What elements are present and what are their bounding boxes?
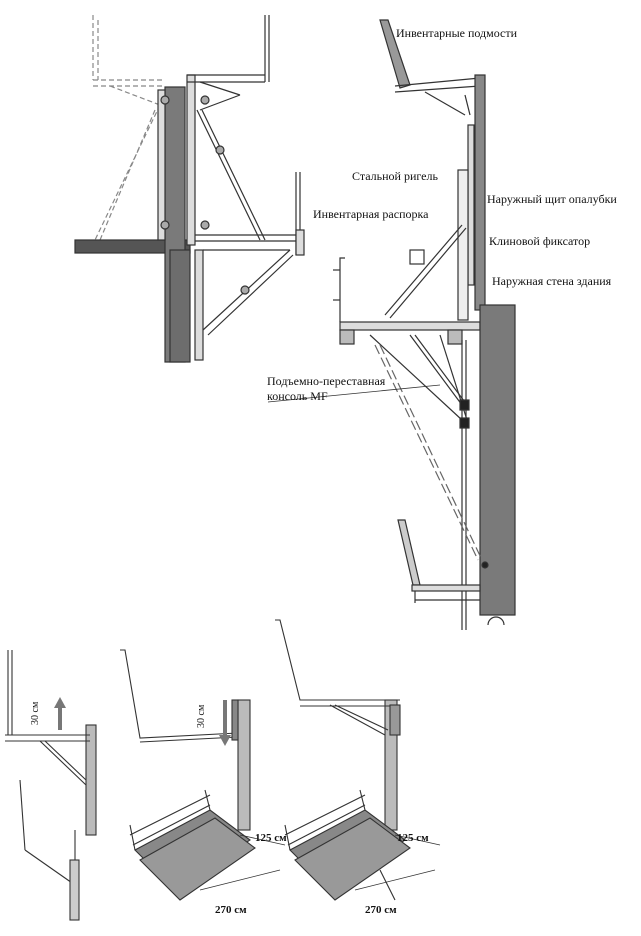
dim-width-2: 125 см [397, 832, 429, 844]
label-strut: Инвентарная распорка [313, 207, 429, 221]
dim-height-2: 30 см [196, 704, 207, 728]
label-steel-beam: Стальной ригель [352, 169, 438, 183]
dim-length-2: 270 см [365, 904, 397, 916]
dim-height-1: 30 см [30, 701, 41, 725]
main-section-drawing [267, 19, 516, 630]
label-console-line2: консоль MF [267, 389, 328, 403]
label-wedge: Клиновой фиксатор [489, 234, 591, 248]
label-outer-wall: Наружная стена здания [492, 274, 612, 288]
dim-width-1: 125 см [255, 832, 287, 844]
bottom-stage-drawings [5, 619, 441, 921]
label-outer-shield: Наружный щит опалубки [487, 192, 617, 206]
left-section-drawing [74, 15, 305, 363]
dim-length-1: 270 см [215, 904, 247, 916]
label-scaffold: Инвентарные подмости [396, 26, 518, 40]
label-console-line1: Подъемно-переставная [267, 374, 386, 388]
